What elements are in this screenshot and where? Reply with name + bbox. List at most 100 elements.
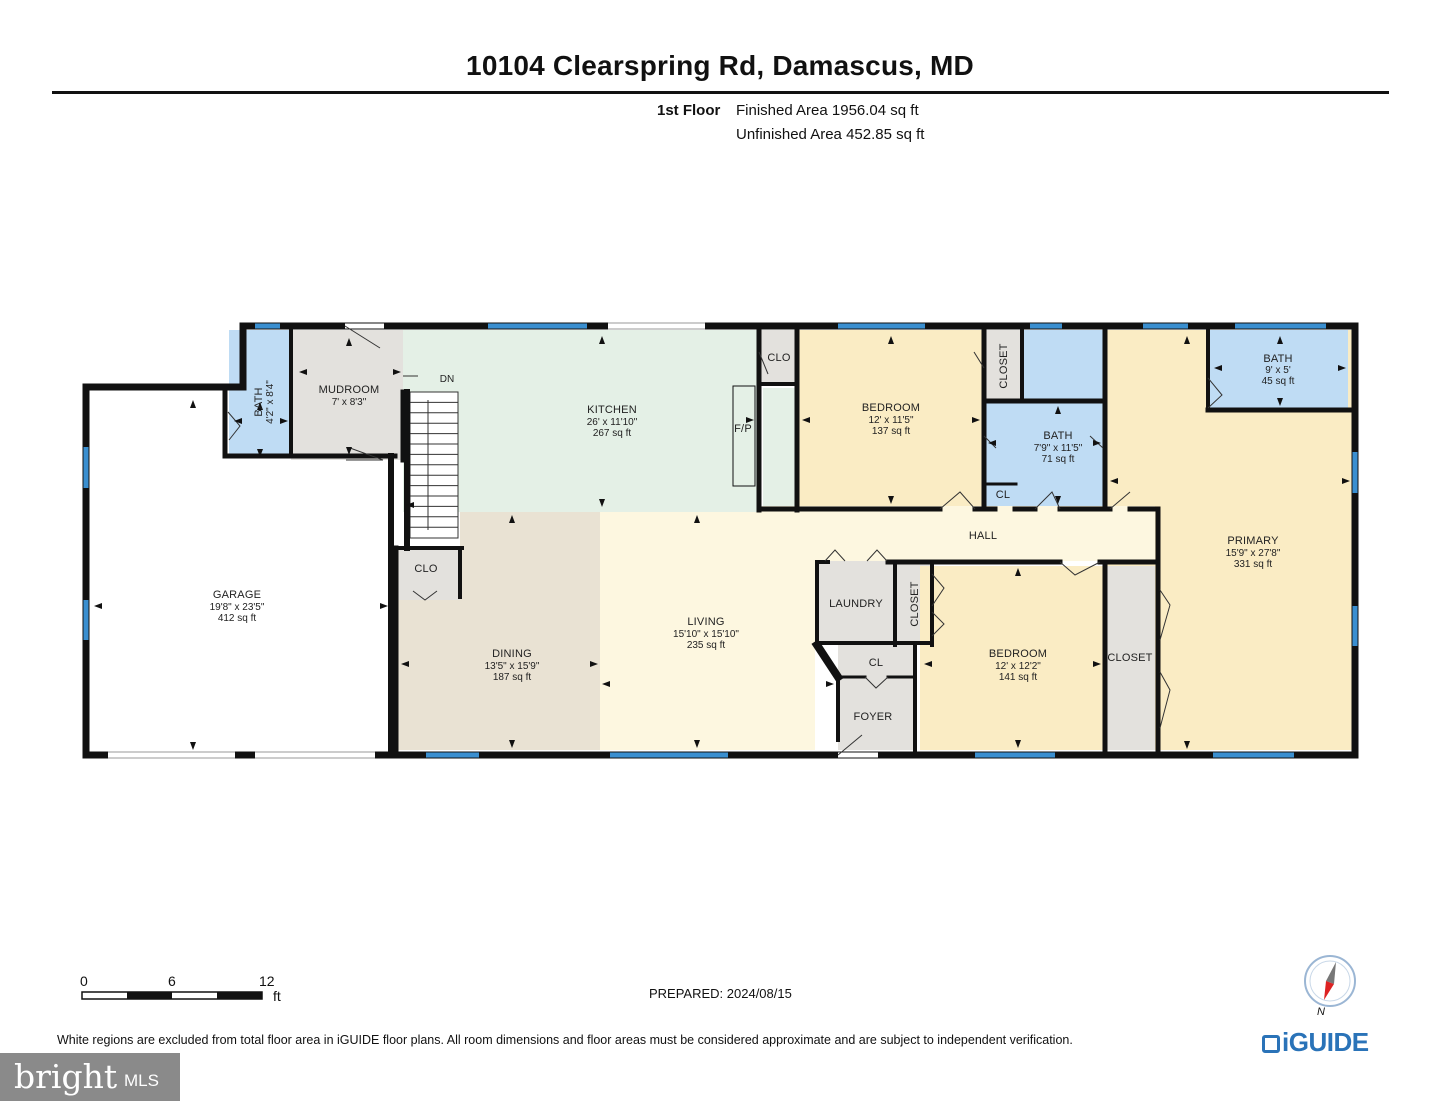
hall-fill bbox=[759, 506, 1155, 561]
dimension-arrow bbox=[924, 661, 932, 667]
fireplace-label: F/P bbox=[734, 423, 752, 435]
stair-steps bbox=[410, 401, 458, 528]
bath-mid-name: BATH bbox=[1043, 430, 1072, 442]
scale-bar-segment bbox=[217, 992, 262, 999]
hall-label: HALL bbox=[969, 530, 997, 542]
disclaimer: White regions are excluded from total fl… bbox=[57, 1033, 1073, 1047]
living-name: LIVING bbox=[687, 616, 724, 628]
dimension-arrow bbox=[380, 603, 388, 609]
dimension-arrow bbox=[346, 338, 352, 346]
clo-stair-label: CLO bbox=[414, 563, 437, 575]
dimension-arrow bbox=[1342, 478, 1350, 484]
north-arrow-icon bbox=[1304, 955, 1356, 1007]
mudroom-name: MUDROOM bbox=[319, 384, 380, 396]
bright-mls-watermark: bright MLS bbox=[0, 1053, 180, 1101]
dimension-arrows bbox=[94, 336, 1350, 750]
scale-bar-segment bbox=[127, 992, 172, 999]
dimension-arrow bbox=[509, 515, 515, 523]
mudroom-fill bbox=[291, 330, 403, 460]
laundry-label: LAUNDRY bbox=[829, 598, 883, 610]
primary-area: 331 sq ft bbox=[1234, 559, 1273, 570]
dimension-arrow bbox=[746, 417, 754, 423]
dimension-arrow bbox=[1015, 740, 1021, 748]
dimension-arrow bbox=[802, 417, 810, 423]
cl-hall-label: CL bbox=[996, 489, 1010, 501]
scale-tick-12: 12 bbox=[259, 973, 275, 989]
closet-laundry-label: CLOSET bbox=[909, 581, 921, 626]
dimension-arrow bbox=[602, 681, 610, 687]
pantry-fill bbox=[763, 388, 797, 506]
kitchen-area: 267 sq ft bbox=[593, 428, 632, 439]
bath-small-name: BATH bbox=[253, 387, 265, 416]
dimension-arrow bbox=[1338, 365, 1346, 371]
scale-tick-6: 6 bbox=[168, 973, 176, 989]
dining-name: DINING bbox=[492, 648, 532, 660]
dimension-arrow bbox=[988, 440, 996, 446]
bright-watermark-word: bright bbox=[14, 1057, 118, 1096]
stair-dn-label: DN bbox=[440, 374, 454, 385]
kitchen-name: KITCHEN bbox=[587, 404, 637, 416]
foyer-label: FOYER bbox=[854, 711, 893, 723]
dimension-arrow bbox=[190, 742, 196, 750]
plan-title: 10104 Clearspring Rd, Damascus, MD bbox=[466, 50, 974, 81]
bath-small-fill bbox=[229, 330, 291, 454]
bath-upper-fill bbox=[1022, 330, 1105, 400]
dimension-arrow bbox=[826, 681, 834, 687]
dimension-arrow bbox=[1214, 365, 1222, 371]
bath-mid-dims: 7'9" x 11'5" bbox=[1034, 443, 1083, 454]
dimension-arrow bbox=[401, 661, 409, 667]
dimension-arrow bbox=[509, 740, 515, 748]
windows bbox=[83, 323, 1358, 758]
floor-label: 1st Floor bbox=[657, 102, 721, 119]
opening-lines bbox=[108, 322, 705, 759]
dimension-arrow bbox=[257, 449, 263, 457]
dimension-arrow bbox=[94, 603, 102, 609]
iguide-logo-icon bbox=[1262, 1035, 1280, 1053]
dimension-arrow bbox=[299, 369, 307, 375]
bath-mid-fill bbox=[984, 400, 1105, 506]
dimension-arrow bbox=[972, 417, 980, 423]
dimension-arrow bbox=[280, 418, 288, 424]
dimension-arrow bbox=[590, 661, 598, 667]
dimension-arrow bbox=[599, 499, 605, 507]
dimension-arrow bbox=[1093, 440, 1101, 446]
dining-area: 187 sq ft bbox=[493, 672, 532, 683]
clo-kitchen-fill bbox=[759, 330, 797, 382]
iguide-logo-text: iGUIDE bbox=[1282, 1027, 1369, 1057]
bath-mid-area: 71 sq ft bbox=[1042, 454, 1075, 465]
unfinished-area: Unfinished Area 452.85 sq ft bbox=[736, 126, 925, 143]
bedroom2-fill bbox=[920, 566, 1105, 750]
dimension-arrow bbox=[1055, 406, 1061, 414]
iguide-logo: iGUIDE bbox=[1262, 1027, 1369, 1058]
dimension-arrow bbox=[888, 496, 894, 504]
kitchen-dims: 26' x 11'10" bbox=[587, 417, 638, 428]
primary-dims: 15'9" x 27'8" bbox=[1226, 548, 1281, 559]
bedroom2-area: 141 sq ft bbox=[999, 672, 1038, 683]
dimension-arrow bbox=[1055, 496, 1061, 504]
closet-b1-fill bbox=[984, 330, 1022, 400]
bedroom1-area: 137 sq ft bbox=[872, 426, 911, 437]
bedroom1-fill bbox=[797, 330, 984, 506]
dining-fill bbox=[398, 600, 600, 750]
scale-tick-0: 0 bbox=[80, 973, 88, 989]
dimension-arrow bbox=[346, 447, 352, 455]
dimension-arrow bbox=[1184, 336, 1190, 344]
dimension-arrow bbox=[1277, 336, 1283, 344]
bedroom1-dims: 12' x 11'5" bbox=[869, 415, 914, 426]
garage-dims: 19'8" x 23'5" bbox=[210, 602, 265, 613]
fireplace bbox=[732, 385, 756, 487]
dimension-arrow bbox=[888, 336, 894, 344]
dimension-arrow bbox=[1015, 568, 1021, 576]
dimension-arrow bbox=[694, 740, 700, 748]
closet-primary-label: CLOSET bbox=[1107, 652, 1152, 664]
dimension-arrow bbox=[1184, 741, 1190, 749]
cl-foyer-fill bbox=[838, 645, 915, 677]
bright-watermark-suffix: MLS bbox=[124, 1071, 159, 1090]
bath-primary-name: BATH bbox=[1263, 353, 1292, 365]
dimension-arrow bbox=[1110, 478, 1118, 484]
closet-b1-label: CLOSET bbox=[998, 343, 1010, 388]
dimension-arrow bbox=[406, 502, 414, 508]
garage-area: 412 sq ft bbox=[218, 613, 257, 624]
living-fill bbox=[600, 512, 815, 750]
